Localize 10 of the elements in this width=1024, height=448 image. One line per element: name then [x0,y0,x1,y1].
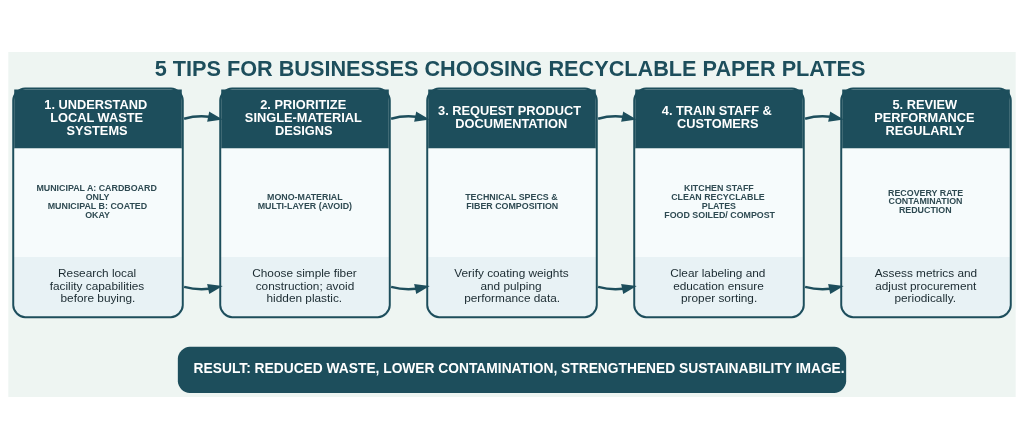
arrow [597,111,637,122]
diagram-title: 5 TIPS FOR BUSINESSES CHOOSING RECYCLABLE PAPER PLATES [154,55,866,81]
arrow [804,111,844,122]
arrow [804,283,844,294]
arrow [597,283,637,294]
node-box: RESULT: REDUCED WASTE, LOWER CONTAMINATION, STRENGTHENED SUSTAINABILITY IMAGE. [177,346,847,393]
arrow [390,283,430,294]
arrow [183,283,223,294]
arrow [390,111,430,122]
arrow [183,111,223,122]
